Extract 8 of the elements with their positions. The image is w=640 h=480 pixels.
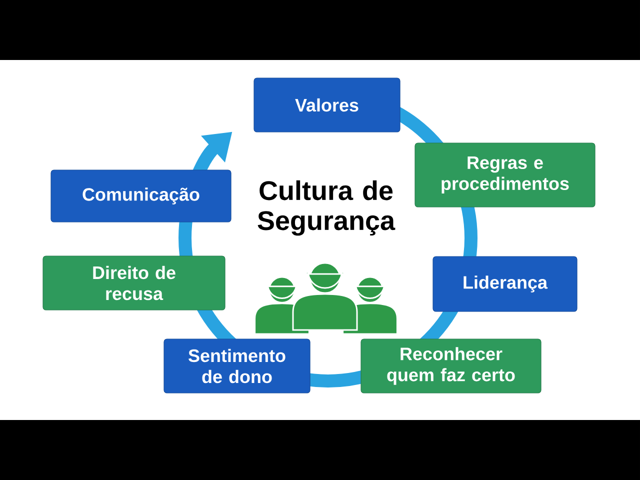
title: Cultura de Segurança bbox=[258, 180, 396, 236]
process-box: Direito de recusa bbox=[42, 256, 226, 310]
process-box: Comunicação bbox=[50, 170, 232, 222]
process-box: Valores bbox=[254, 78, 400, 132]
process-box: Liderança bbox=[432, 256, 578, 312]
process-box: Regras e procedimentos bbox=[414, 142, 596, 208]
process-box: Reconhecer quem faz certo bbox=[360, 338, 542, 394]
process-box: Sentimento de dono bbox=[164, 338, 310, 394]
